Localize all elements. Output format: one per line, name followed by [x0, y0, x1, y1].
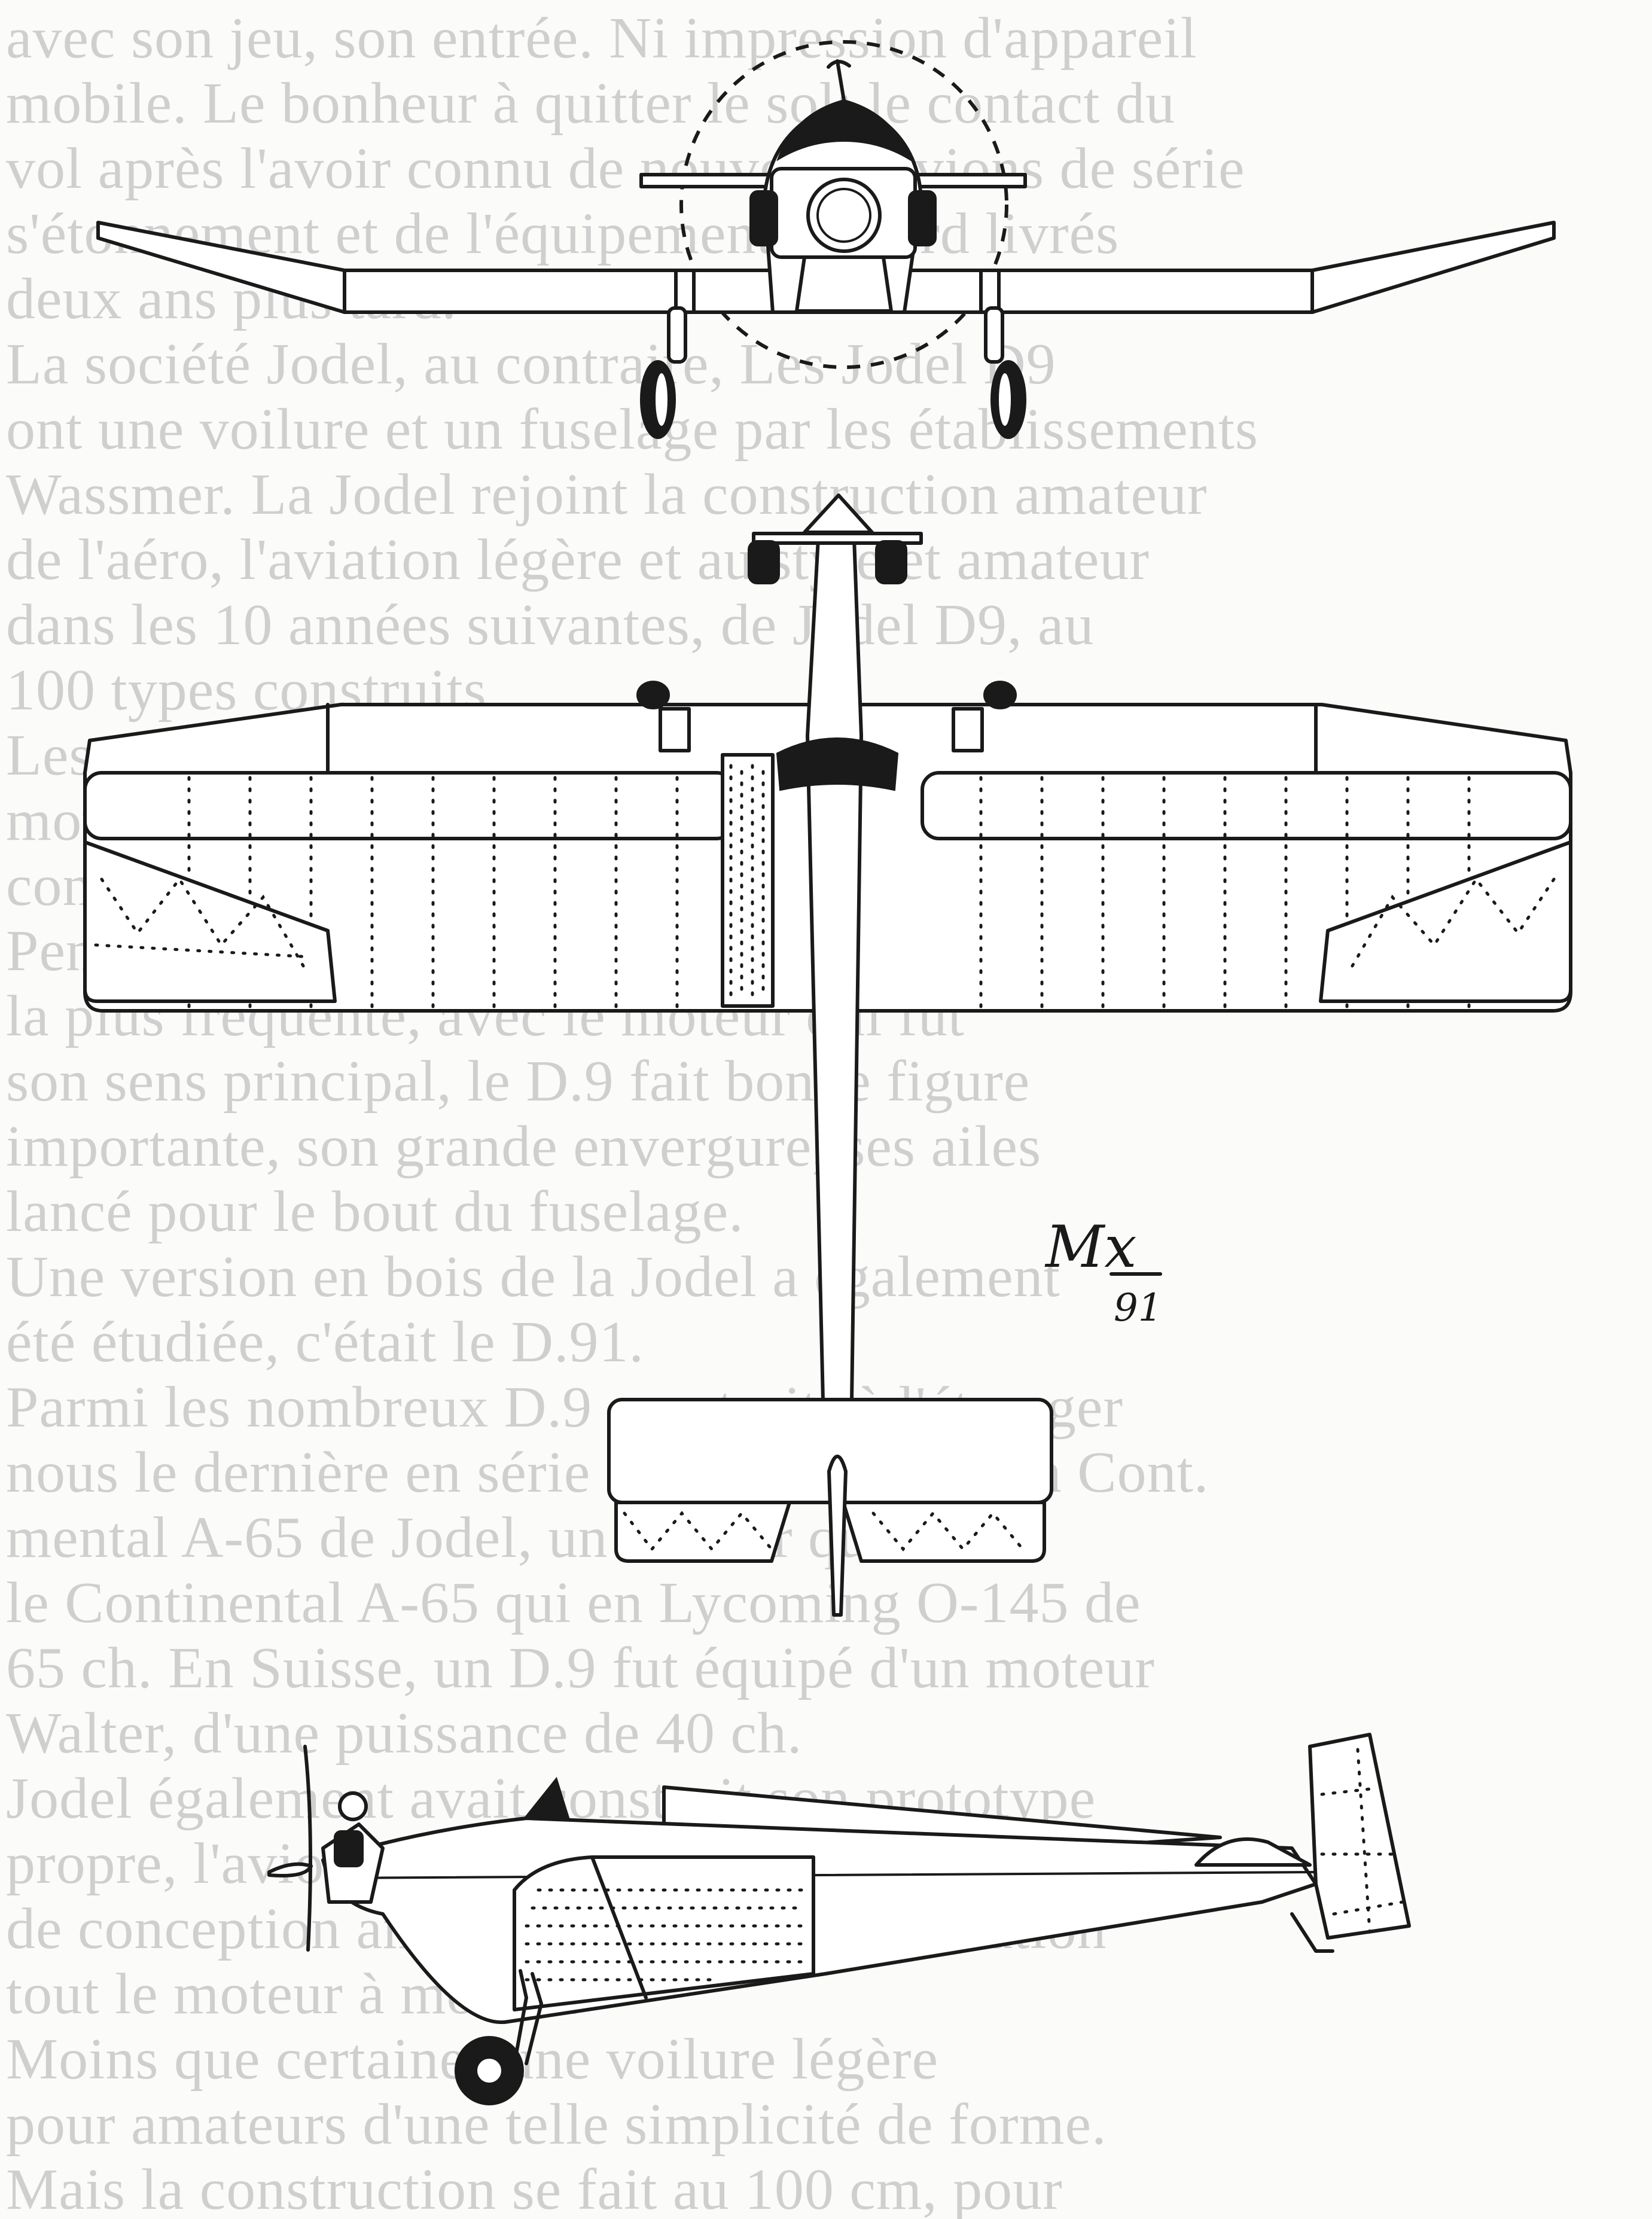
background-text-line: vol après l'avoir connu de nouveaux avio… [6, 136, 1245, 201]
background-text-line: 65 ch. En Suisse, un D.9 fut équipé d'un… [6, 1636, 1155, 1700]
front-right-strut [984, 306, 1004, 364]
background-text-line: lancé pour le bout du fuselage. [6, 1179, 744, 1244]
right-aileron [1319, 840, 1572, 1003]
background-text-line: importante, son grande envergure, ses ai… [6, 1114, 1042, 1179]
background-text-line: Mais la construction se fait au 100 cm, … [6, 2157, 1063, 2219]
top-propeller [752, 532, 923, 545]
front-view [96, 40, 1556, 439]
artist-signature: Mx 91 [1044, 1214, 1162, 1330]
background-text-line: Wassmer. La Jodel rejoint la constructio… [6, 462, 1208, 527]
signature-number: 91 [1114, 1286, 1162, 1330]
right-elevator [842, 1501, 1046, 1563]
background-text-line: pour amateurs d'une telle simplicité de … [6, 2092, 1107, 2157]
signature-initials: Mx [1044, 1214, 1136, 1281]
tail-skid [1290, 1912, 1334, 1953]
side-turtledeck [1194, 1837, 1312, 1867]
top-canopy [776, 737, 899, 791]
top-right-wheel [983, 681, 1017, 709]
background-text-line: été étudiée, c'était le D.91. [6, 1310, 644, 1374]
top-left-wheel [636, 681, 670, 709]
top-fuselage [806, 526, 863, 1403]
background-text-line: ont une voilure et un fuselage par les é… [6, 397, 1259, 462]
top-fin [827, 1455, 848, 1617]
left-elevator [614, 1501, 791, 1563]
top-right-cylinder-icon [875, 540, 907, 584]
background-text-line: dans les 10 années suivantes, de Jodel D… [6, 593, 1095, 657]
top-view [83, 493, 1572, 1617]
side-fin [1308, 1733, 1411, 1940]
side-view [267, 1733, 1411, 2105]
front-left-wing [96, 221, 775, 314]
background-text-line: son sens principal, le D.9 fait bonne fi… [6, 1049, 1031, 1114]
background-text-line: Une version en bois de la Jodel a égalem… [6, 1245, 1060, 1309]
background-text-line: de l'aéro, l'aviation légère et au style… [6, 528, 1150, 592]
background-text-line: Walter, d'une puissance de 40 ch. [6, 1701, 803, 1766]
background-text-line: le Continental A-65 qui en Lycoming O-14… [6, 1571, 1141, 1635]
background-text-line: mental A-65 de Jodel, un moteur qui est [6, 1505, 967, 1570]
side-fuselage [321, 1816, 1318, 2025]
left-aileron [83, 840, 337, 1003]
side-propeller [303, 1745, 312, 1952]
propeller-disc [679, 40, 1008, 369]
top-left-cylinder-icon [748, 540, 780, 584]
front-canopy [776, 99, 912, 161]
left-cylinder-icon [749, 190, 778, 246]
front-left-strut [667, 306, 687, 364]
background-text-line: mobile. Le bonheur à quitter le sol; le … [6, 71, 1175, 136]
right-cylinder-icon [908, 190, 937, 246]
background-text-line: avec son jeu, son entrée. Ni impression … [6, 6, 1197, 71]
side-cockpit-panel [513, 1855, 815, 2011]
side-cylinder-icon [334, 1830, 364, 1867]
